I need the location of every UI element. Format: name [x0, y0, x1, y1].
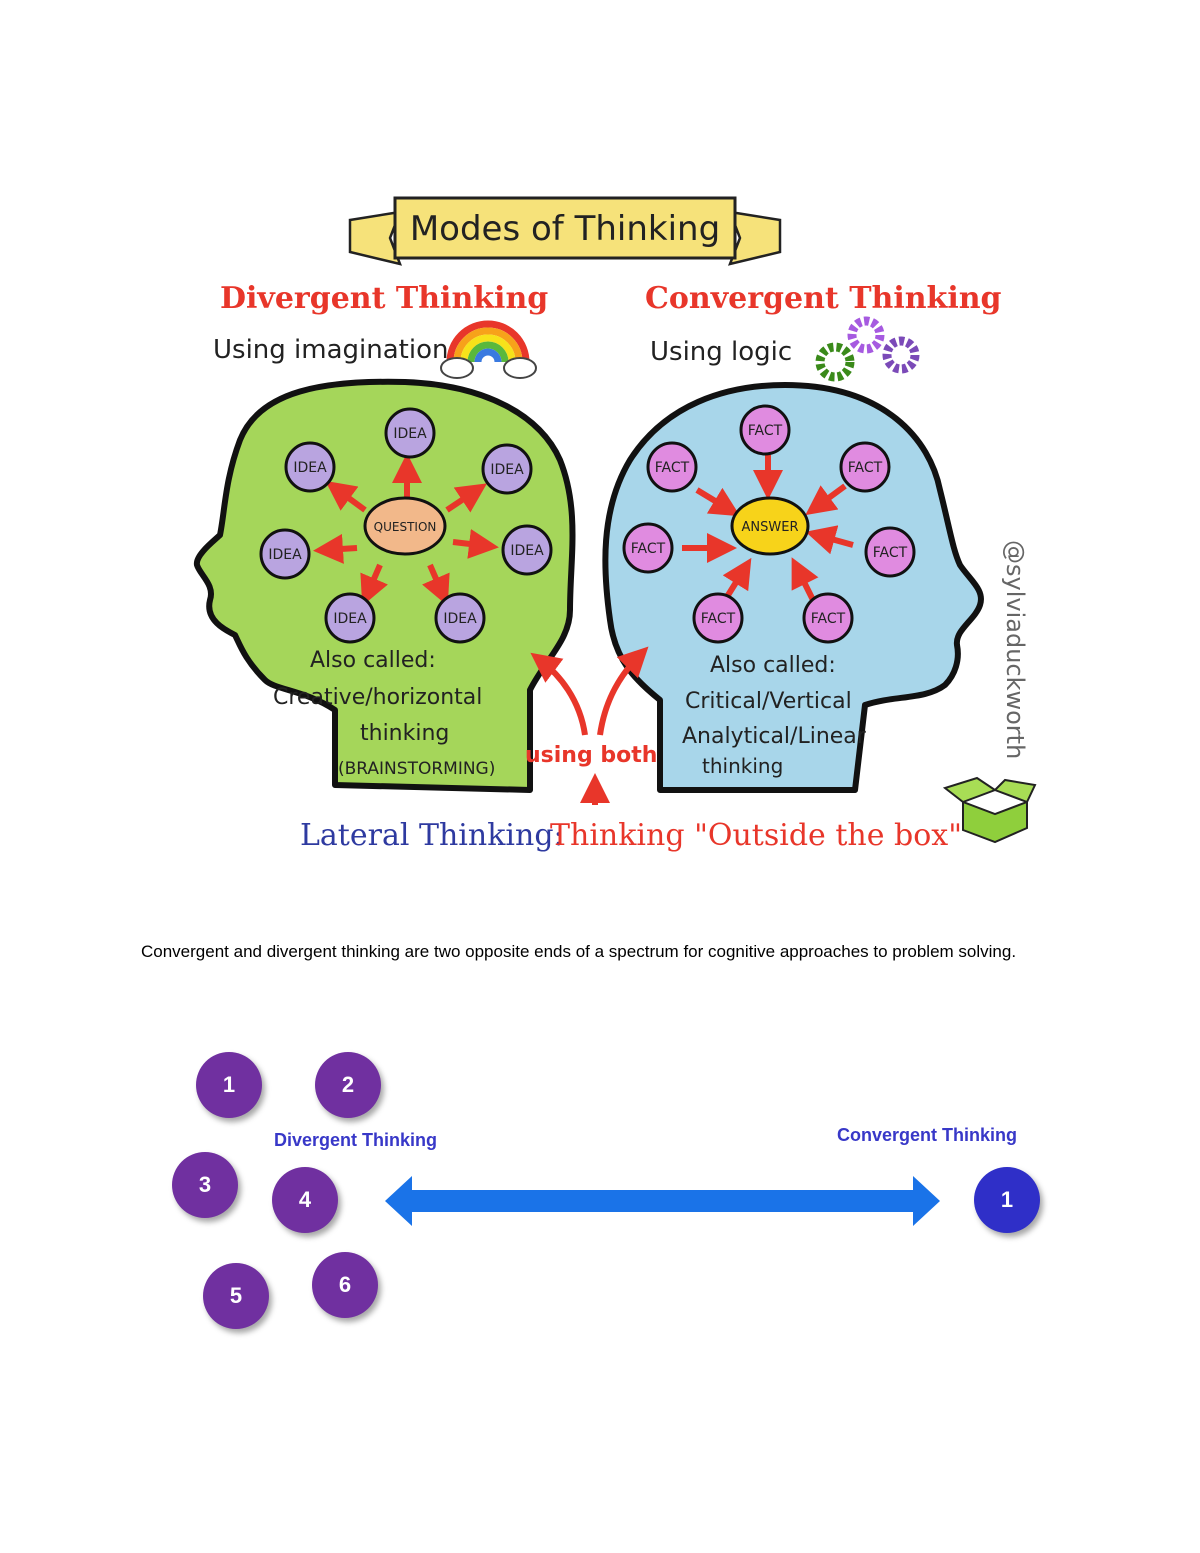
- svg-text:(BRAINSTORMING): (BRAINSTORMING): [338, 759, 495, 779]
- modes-of-thinking-illustration: Modes of Thinking Divergent Thinking Usi…: [193, 196, 1037, 853]
- svg-text:Also called:: Also called:: [710, 653, 836, 678]
- divergent-number-circle: 5: [203, 1263, 269, 1329]
- idea-label: IDEA: [393, 426, 427, 442]
- idea-node: [384, 407, 436, 459]
- fact-label: FACT: [701, 611, 736, 627]
- convergent-subtitle: Using logic: [650, 337, 792, 367]
- answer-label: ANSWER: [742, 520, 799, 535]
- idea-node: [501, 524, 553, 576]
- answer-node: [730, 496, 810, 556]
- idea-label: IDEA: [333, 611, 367, 627]
- rainbow-icon: [440, 320, 537, 379]
- svg-text:Analytical/Linear: Analytical/Linear: [682, 724, 867, 749]
- idea-label: IDEA: [510, 543, 544, 559]
- svg-text:Also called:: Also called:: [310, 648, 436, 673]
- divergent-number-circle: 6: [312, 1252, 378, 1318]
- fact-label: FACT: [848, 460, 883, 476]
- divergent-arrows: [313, 453, 499, 607]
- convergent-thinking-label: Convergent Thinking: [837, 1125, 1017, 1145]
- fact-nodes: FACT FACT FACT FACT FACT FACT FACT: [622, 404, 916, 644]
- fact-label: FACT: [748, 423, 783, 439]
- idea-node: [481, 443, 533, 495]
- divergent-title: Divergent Thinking: [220, 281, 548, 316]
- question-node: [363, 496, 447, 556]
- fact-node: [839, 441, 891, 493]
- svg-text:thinking: thinking: [360, 721, 449, 746]
- fact-label: FACT: [811, 611, 846, 627]
- fact-node: [739, 404, 791, 456]
- idea-label: IDEA: [293, 460, 327, 476]
- convergent-also-called: Also called: Critical/Vertical Analytica…: [682, 653, 867, 778]
- fact-node: [622, 522, 674, 574]
- idea-nodes: IDEA IDEA IDEA IDEA IDEA IDEA IDEA: [259, 407, 553, 644]
- divergent-number-circle: 3: [172, 1152, 238, 1218]
- svg-text:Creative/horizontal: Creative/horizontal: [273, 685, 482, 710]
- idea-label: IDEA: [490, 462, 524, 478]
- divergent-number-circle: 2: [315, 1052, 381, 1118]
- lateral-description: Thinking "Outside the box": [550, 818, 962, 853]
- idea-node: [284, 441, 336, 493]
- double-headed-arrow: [385, 1176, 940, 1226]
- divergent-also-called: Also called: Creative/horizontal thinkin…: [273, 648, 495, 779]
- open-box-icon: [942, 776, 1037, 844]
- title-banner: Modes of Thinking: [348, 196, 782, 266]
- question-label: QUESTION: [374, 520, 437, 534]
- divergent-thinking-label: Divergent Thinking: [274, 1130, 438, 1150]
- idea-node: [434, 592, 486, 644]
- divergent-number-circle: 4: [272, 1167, 338, 1233]
- convergent-title: Convergent Thinking: [645, 281, 1002, 316]
- gears-icon: [815, 316, 920, 382]
- fact-node: [802, 592, 854, 644]
- divergent-number-circle: 1: [196, 1052, 262, 1118]
- fact-node: [646, 441, 698, 493]
- caption-paragraph: Convergent and divergent thinking are tw…: [141, 942, 1017, 961]
- lateral-label: Lateral Thinking:: [300, 818, 564, 853]
- divergent-subtitle: Using imagination: [213, 335, 448, 365]
- svg-text:thinking: thinking: [702, 754, 783, 778]
- convergent-arrows: [682, 455, 854, 602]
- fact-label: FACT: [631, 541, 666, 557]
- svg-text:Critical/Vertical: Critical/Vertical: [685, 689, 852, 714]
- artist-credit: @sylviaduckworth: [1001, 540, 1029, 759]
- idea-label: IDEA: [268, 547, 302, 563]
- idea-node: [324, 592, 376, 644]
- idea-label: IDEA: [443, 611, 477, 627]
- banner-title: Modes of Thinking: [410, 209, 720, 249]
- fact-node: [864, 526, 916, 578]
- convergent-number-circle: 1: [974, 1167, 1040, 1233]
- fact-label: FACT: [655, 460, 690, 476]
- idea-node: [259, 528, 311, 580]
- fact-node: [692, 592, 744, 644]
- using-both-label: using both: [525, 743, 657, 768]
- using-both-arrows: [530, 646, 649, 805]
- fact-label: FACT: [873, 545, 908, 561]
